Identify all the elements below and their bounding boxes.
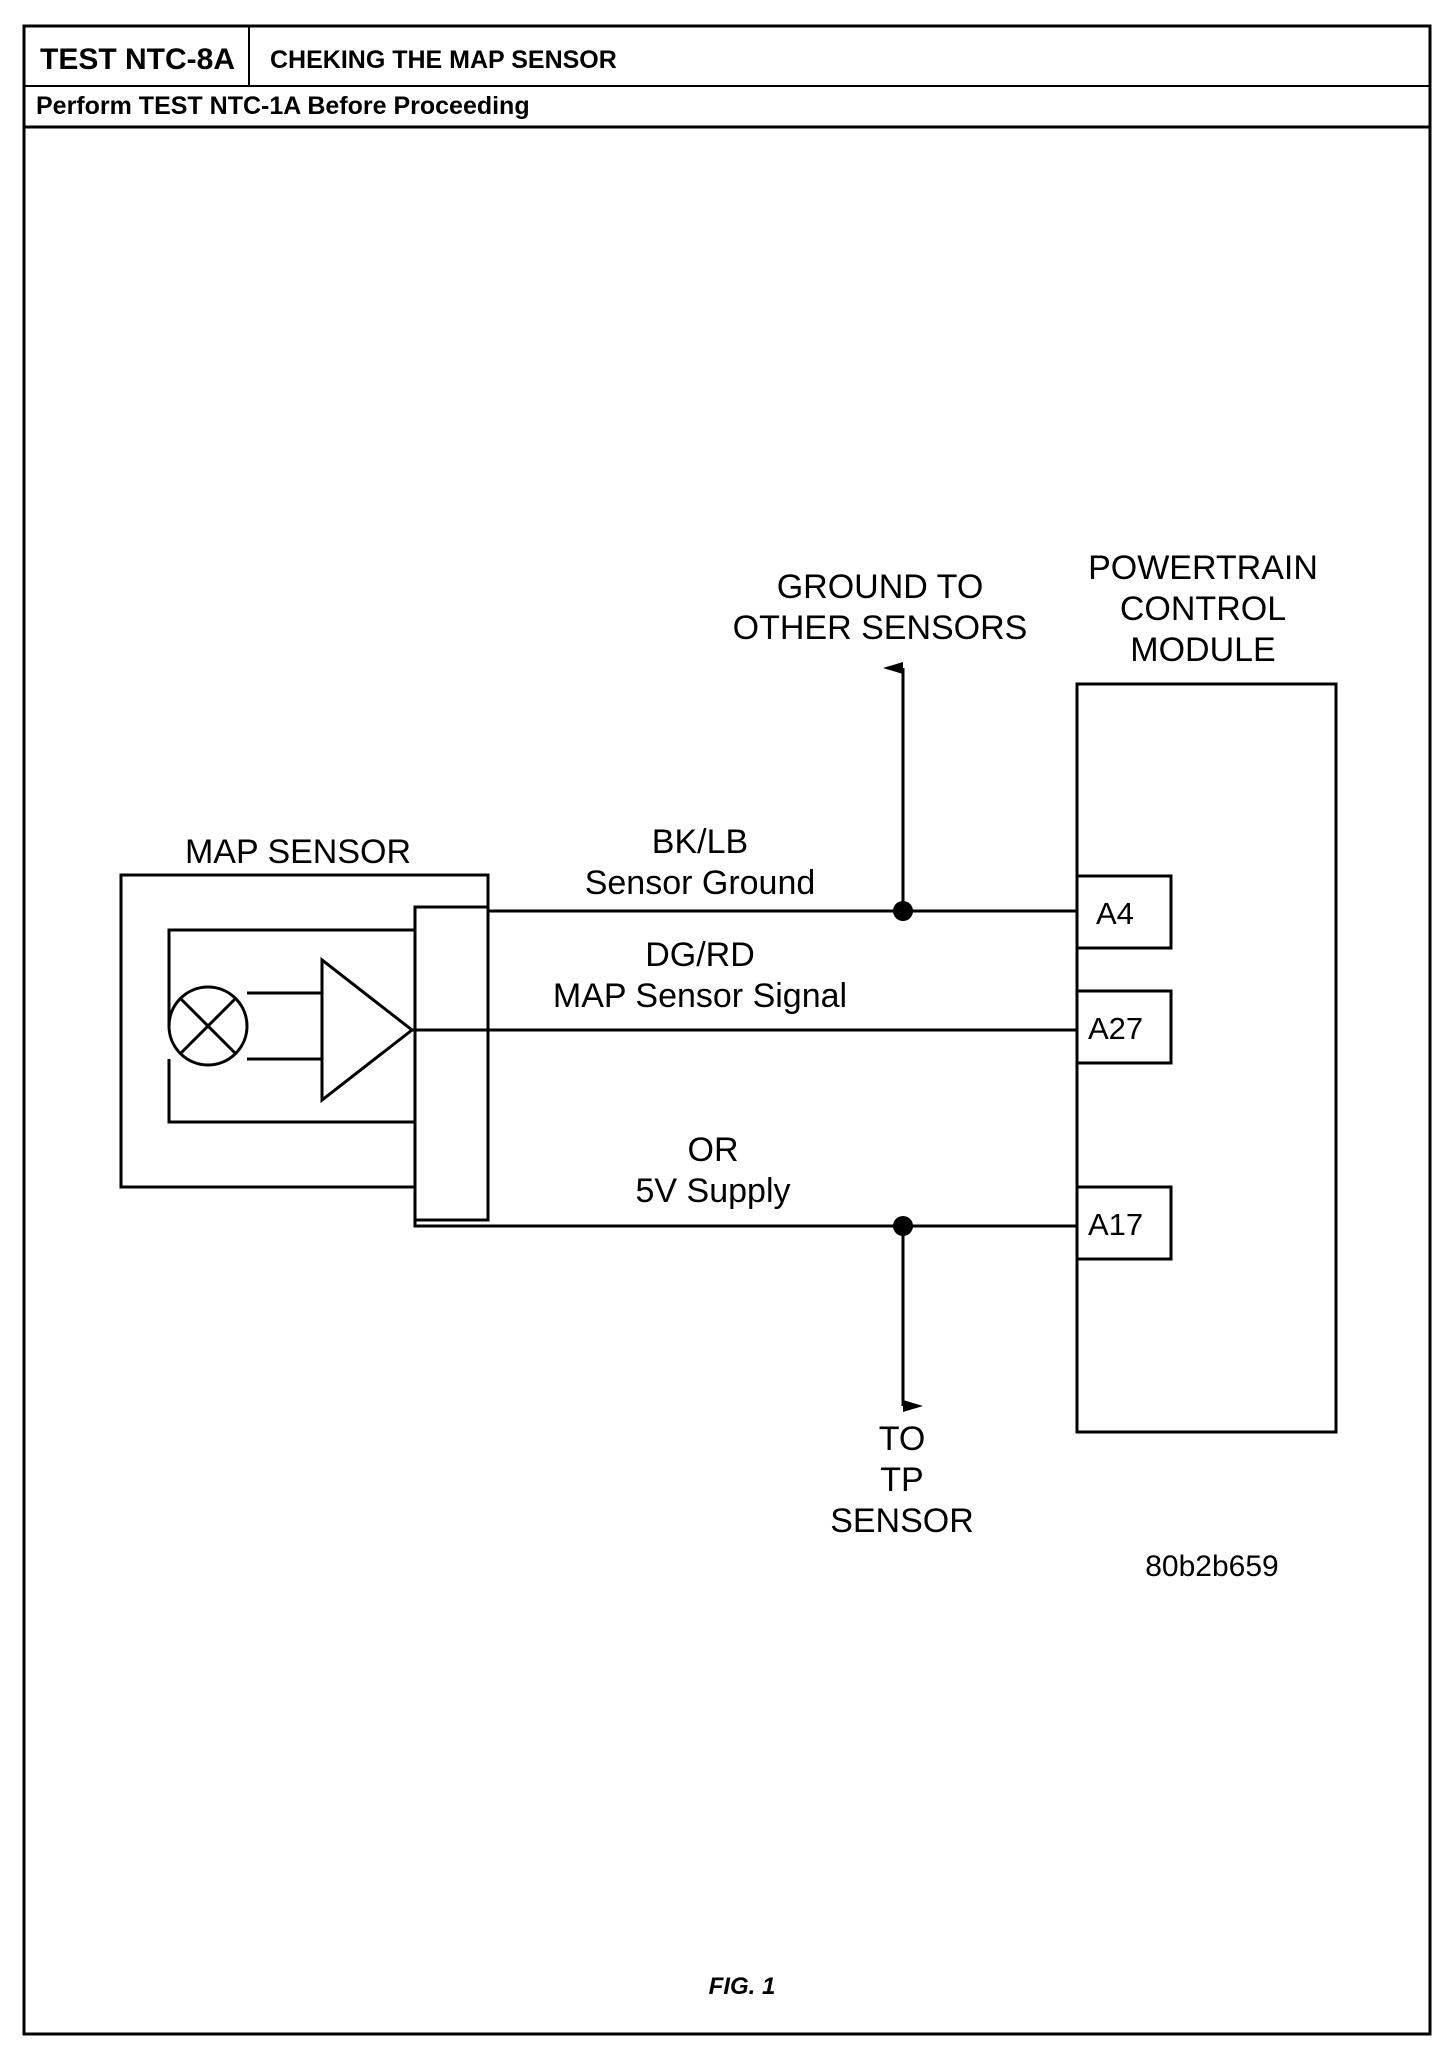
map-sensor-label: MAP SENSOR <box>185 833 411 871</box>
pin-a4-label: A4 <box>1096 896 1134 931</box>
wire-sensor-ground-color: BK/LB <box>652 823 748 861</box>
page-frame <box>22 24 1432 2036</box>
pin-a17-box <box>1075 1185 1173 1261</box>
sensor-internal-bottom-wire <box>167 1059 415 1124</box>
tp-sensor-label-line-1: TO <box>879 1420 926 1458</box>
image-code: 80b2b659 <box>1145 1550 1278 1583</box>
pressure-element-cross-b <box>178 996 238 1056</box>
wire-5v-supply-function: 5V Supply <box>636 1172 791 1210</box>
test-title: CHEKING THE MAP SENSOR <box>270 46 617 74</box>
pcm-label-line-2: CONTROL <box>1120 590 1286 628</box>
pcm-label-line-3: MODULE <box>1130 631 1275 669</box>
wire-sensor-ground-function: Sensor Ground <box>585 864 816 902</box>
figure-caption: FIG. 1 <box>709 1973 776 2000</box>
tp-sensor-label-line-2: TP <box>880 1461 923 1499</box>
pin-a17-label: A17 <box>1088 1207 1143 1242</box>
test-id: TEST NTC-8A <box>40 43 235 76</box>
sensor-internal-top-wire <box>167 928 415 1026</box>
tp-sensor-label-line-3: SENSOR <box>830 1502 974 1540</box>
amplifier-icon <box>320 956 415 1104</box>
pcm-label-line-1: POWERTRAIN <box>1088 549 1318 587</box>
pin-a27-box <box>1075 989 1173 1065</box>
wire-map-signal-color: DG/RD <box>645 936 755 974</box>
pin-a27-label: A27 <box>1088 1011 1143 1046</box>
prerequisite-note: Perform TEST NTC-1A Before Proceeding <box>36 92 530 120</box>
wire-5v-supply-color: OR <box>688 1131 739 1169</box>
wire-5v-supply <box>413 1220 1077 1228</box>
wire-map-signal-function: MAP Sensor Signal <box>553 977 847 1015</box>
ground-to-label-line-1: GROUND TO <box>777 568 984 606</box>
ground-to-label-line-2: OTHER SENSORS <box>733 609 1028 647</box>
map-sensor-connector <box>413 905 490 1222</box>
